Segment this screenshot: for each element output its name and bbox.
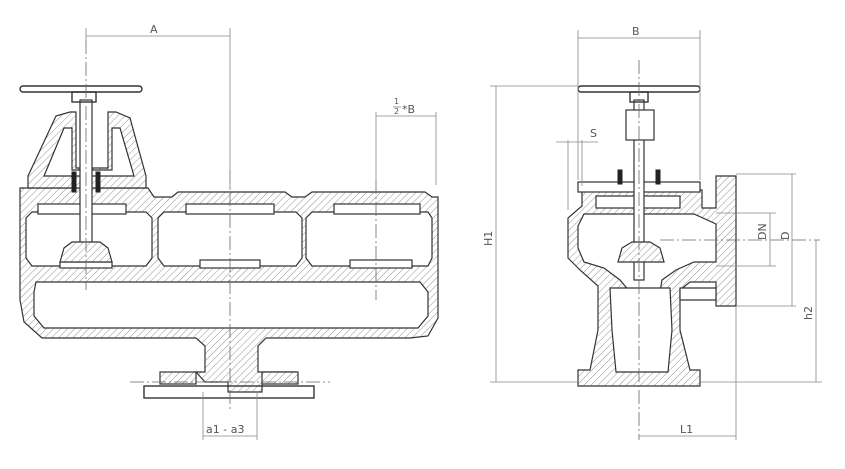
front-view: A 1 2 *B a1 - a3 <box>19 23 439 440</box>
side-view: B S H1 DN D h2 L1 <box>482 25 822 440</box>
outlet-passage <box>609 287 673 373</box>
lower-channel <box>33 281 429 329</box>
yoke-window <box>43 127 135 177</box>
label-s: S <box>590 127 597 140</box>
outlet-bore <box>679 287 717 301</box>
packing-left <box>71 171 77 193</box>
label-dn: DN <box>756 223 769 240</box>
handwheel-hub <box>71 91 97 103</box>
foot-left <box>159 371 197 385</box>
label-h2: h2 <box>802 306 815 320</box>
foot-right <box>261 371 299 385</box>
label-d: D <box>779 232 792 240</box>
handwheel <box>19 85 143 93</box>
label-a1a3: a1 - a3 <box>206 423 244 436</box>
packing-right <box>95 171 101 193</box>
label-half-den: 2 <box>394 107 399 116</box>
seat-3 <box>333 203 421 215</box>
label-b: B <box>632 25 640 38</box>
base-flange <box>143 385 315 399</box>
label-half-num: 1 <box>394 97 399 106</box>
label-h1: H1 <box>482 231 495 246</box>
side-disc <box>617 241 665 263</box>
boss-2 <box>349 259 413 269</box>
cavity-3 <box>305 211 433 267</box>
label-a: A <box>150 23 158 36</box>
label-l1: L1 <box>680 423 693 436</box>
label-half-suffix: *B <box>402 103 415 116</box>
side-stem-sleeve <box>625 109 655 141</box>
